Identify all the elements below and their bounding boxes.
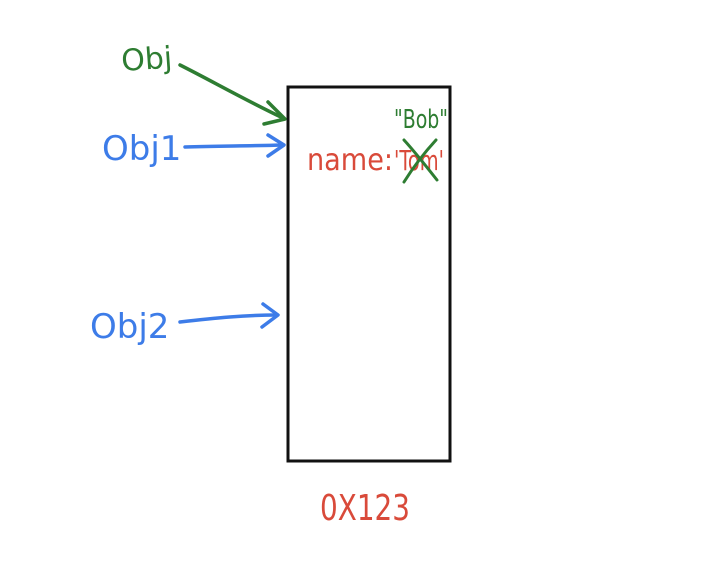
obj-arrowhead — [262, 100, 287, 126]
obj-arrow — [178, 63, 285, 120]
obj1-arrowhead — [266, 133, 286, 158]
property-key: name: — [307, 143, 393, 178]
strike-x-mark — [402, 138, 439, 184]
obj2-arrow — [178, 313, 279, 324]
obj-label: Obj — [120, 41, 173, 79]
obj1-label: Obj1 — [102, 129, 181, 169]
obj1-arrow — [183, 143, 285, 149]
new-value: "Bob" — [394, 105, 448, 135]
memory-object-box — [286, 85, 452, 463]
obj2-arrowhead — [260, 302, 280, 329]
memory-address-label: 0X123 — [320, 488, 410, 529]
obj2-label: Obj2 — [90, 307, 169, 347]
